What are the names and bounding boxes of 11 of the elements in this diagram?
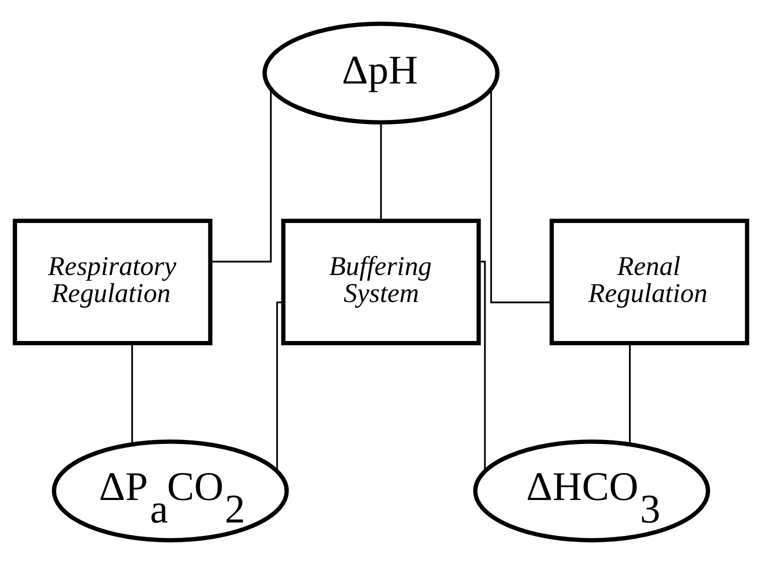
node-ellipse: ΔpH <box>262 21 500 124</box>
connector <box>629 343 631 444</box>
connector <box>131 343 133 444</box>
connector <box>478 260 486 470</box>
node-box: Buffering System <box>281 218 481 345</box>
node-box: Renal Regulation <box>550 218 750 345</box>
connector <box>490 89 552 303</box>
connector <box>276 301 284 470</box>
connector <box>380 122 382 220</box>
connector <box>210 88 272 262</box>
node-box: Respiratory Regulation <box>12 218 212 345</box>
